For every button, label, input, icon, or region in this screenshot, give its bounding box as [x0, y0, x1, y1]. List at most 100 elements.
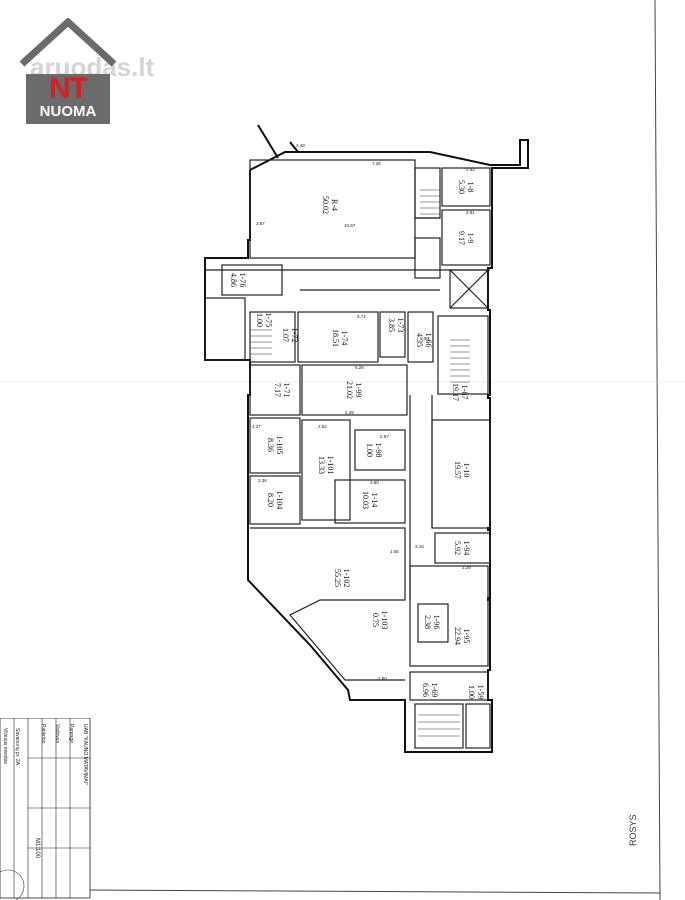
room-code: 1-76 — [238, 273, 247, 288]
page-border-right — [654, 0, 661, 900]
dimension-label: 3.29 — [462, 565, 471, 570]
room-label: 1-6719.17 — [451, 383, 469, 401]
dimension-label: 2.67 — [380, 434, 389, 439]
room-code: 1-102 — [342, 569, 351, 588]
room-label: 1-1048.20 — [266, 491, 284, 510]
dimension-label: 2.80 — [378, 676, 387, 681]
room-label: 1-733.85 — [387, 318, 405, 333]
interior-walls — [204, 159, 491, 749]
room-label: 1-945.92 — [453, 541, 471, 556]
dimension-label: 2.48 — [296, 143, 305, 148]
room-area: 18.51 — [331, 329, 340, 347]
dimension-label: 1.56 — [390, 549, 399, 554]
dimension-label: 7.36 — [372, 161, 381, 166]
title-label-3: Patikrino — [40, 724, 46, 744]
room-area: 21.02 — [345, 381, 354, 399]
room-area: 4.35 — [415, 333, 424, 347]
room-area: 1.00 — [365, 443, 374, 457]
room-area: 1.07 — [281, 328, 290, 342]
room-label: 1-9522.94 — [453, 627, 471, 645]
house-roof-icon — [19, 18, 117, 67]
room-area: 3.85 — [387, 318, 396, 332]
room-code: 1-95 — [462, 629, 471, 644]
room-label: 1-1058.36 — [266, 436, 284, 455]
title-block: UAB "KAUNO MATAVIMAI" Savanorių pr. 2A M… — [0, 718, 92, 900]
room-label: 1-1019.57 — [453, 461, 471, 479]
room-label: 1-591.00 — [467, 685, 485, 700]
room-code: 1-10 — [462, 463, 471, 478]
room-area: 55.25 — [333, 569, 342, 587]
room-code: 1-75 — [264, 313, 273, 328]
room-area: 0.75 — [371, 613, 380, 627]
address-text: Savanorių pr. 2A — [14, 728, 20, 765]
dimension-label: 2.36 — [258, 478, 267, 483]
dimension-label: 3.87 — [256, 221, 265, 226]
title-label-4: Vilniaus miestas — [2, 728, 8, 765]
stairs — [250, 189, 470, 737]
room-code: 1-71 — [282, 383, 291, 398]
room-label: 1-7418.51 — [331, 329, 349, 347]
logo-brand-text: NT — [49, 72, 88, 105]
title-label-1: Parengė — [68, 724, 74, 743]
room-code: 1-9 — [466, 233, 475, 244]
room-label: 1-1410.03 — [361, 491, 379, 509]
room-code: 1-59 — [476, 685, 485, 700]
room-code: R-4 — [330, 199, 339, 211]
room-code: 1-104 — [275, 491, 284, 510]
room-area: 1.00 — [255, 313, 264, 327]
dimension-label: 5.00 — [420, 336, 429, 341]
dimension-label: 6.28 — [355, 365, 364, 370]
room-label: R-450.02 — [321, 196, 339, 214]
room-code: 1-74 — [340, 331, 349, 346]
room-area: 22.94 — [453, 627, 462, 645]
room-code: 1-96 — [432, 615, 441, 630]
dimension-label: 2.91 — [466, 210, 475, 215]
room-code: 1-67 — [460, 385, 469, 400]
dimension-label: 10.67 — [344, 223, 356, 228]
room-code: 1-72 — [290, 328, 299, 343]
room-code: 1-101 — [326, 456, 335, 475]
room-area: 50.02 — [321, 196, 330, 214]
room-area: 8.36 — [266, 438, 275, 452]
room-label: 1-764.86 — [229, 273, 247, 288]
room-code: 1-66 — [424, 333, 433, 348]
room-label: 1-717.17 — [273, 383, 291, 398]
room-label: 1-99.17 — [457, 231, 475, 245]
room-code: 1-73 — [396, 318, 405, 333]
room-code: 1-99 — [354, 383, 363, 398]
room-code: 1-94 — [462, 541, 471, 556]
direction-label: ROSYS — [628, 814, 638, 846]
room-label: 1-751.00 — [255, 313, 273, 328]
room-area: 13.33 — [317, 456, 326, 474]
dimension-label: 3.27 — [252, 424, 261, 429]
room-code: 1-8 — [466, 182, 475, 193]
dimension-label: 5.72 — [357, 314, 366, 319]
room-area: 7.17 — [273, 383, 282, 397]
room-label: 1-696.96 — [421, 683, 439, 698]
room-area: 9.17 — [457, 231, 466, 245]
dimension-label: 2.92 — [466, 167, 475, 172]
room-area: 4.86 — [229, 273, 238, 287]
room-area: 8.20 — [266, 493, 275, 507]
brand-logo: NT NUOMA — [18, 18, 118, 130]
room-label: 1-10255.25 — [333, 569, 351, 588]
dimension-label: 2.39 — [345, 410, 354, 415]
page-border-bottom — [89, 889, 661, 894]
room-area: 1.00 — [467, 685, 476, 699]
room-label: 1-962.38 — [423, 615, 441, 630]
outer-walls — [204, 124, 529, 753]
room-area: 19.17 — [451, 383, 460, 401]
room-area: 5.30 — [457, 180, 466, 194]
room-code: 1-69 — [430, 683, 439, 698]
logo-box: NT NUOMA — [26, 72, 110, 124]
room-code: 1-103 — [380, 611, 389, 630]
dimension-label: 2.62 — [318, 424, 327, 429]
company-name: UAB "KAUNO MATAVIMAI" — [82, 724, 88, 785]
scale-text: M1:100 — [34, 838, 40, 859]
title-label-2: Vadovas — [54, 724, 60, 744]
room-label: 1-664.35 — [415, 333, 433, 348]
room-label: 1-1030.75 — [371, 611, 389, 630]
logo-tagline: NUOMA — [39, 103, 97, 120]
room-code: 1-14 — [370, 493, 379, 508]
